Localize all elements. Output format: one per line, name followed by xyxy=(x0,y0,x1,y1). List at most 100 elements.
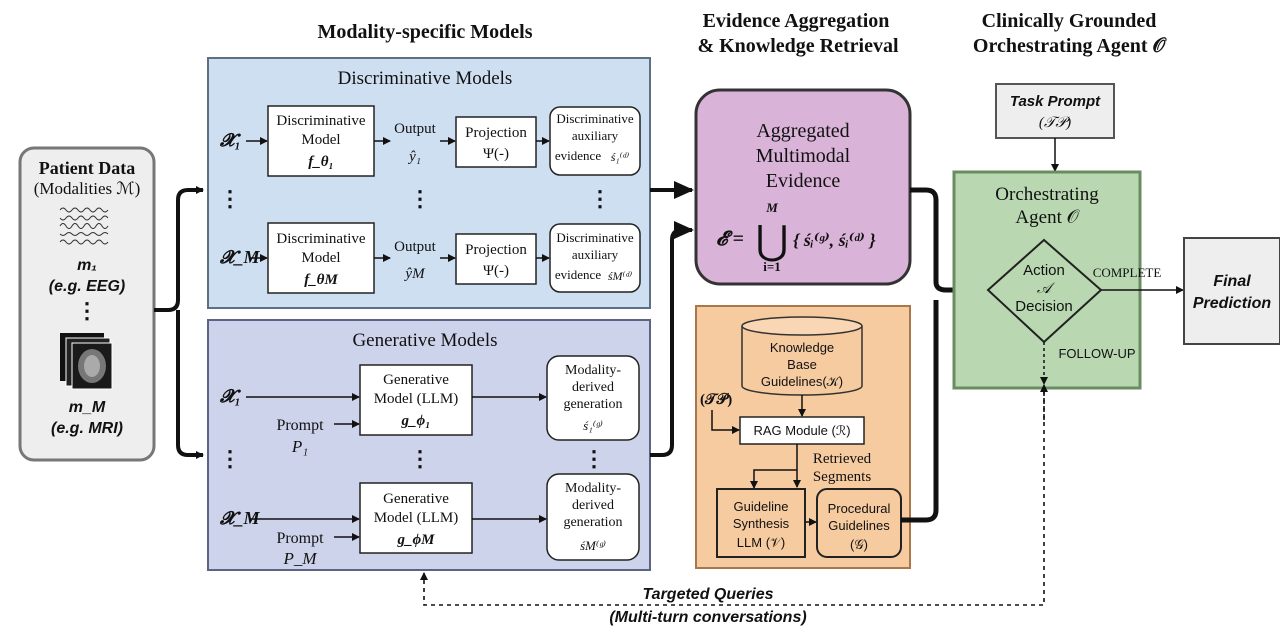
retrieved-to-synth-line xyxy=(750,469,797,489)
disc-rowM-proj-box xyxy=(455,233,537,285)
patient-dots: ⋮ xyxy=(76,298,98,323)
gen-dots-left: ⋮ xyxy=(219,446,241,471)
disc-rowM-evidence-box xyxy=(549,223,641,293)
proc-line1: Procedural xyxy=(828,501,891,516)
disc-row1-model-line1: Discriminative xyxy=(276,113,365,129)
disc-row1-model-fn: f_θ₁ xyxy=(308,154,334,170)
gen-rowM-out-line1: Modality- xyxy=(565,481,621,496)
disc-rowM-proj-line1: Projection xyxy=(465,242,527,258)
disc-row1-proj-box xyxy=(455,116,537,168)
disc-row1-proj-line2: Ψ(-) xyxy=(483,146,509,162)
gen-rowM-prompt-label: Prompt xyxy=(276,530,324,547)
patient-branch-arrows xyxy=(154,186,204,459)
feedback-loop: Targeted Queries (Multi-turn conversatio… xyxy=(420,384,1048,626)
agg-union-bottom: i=1 xyxy=(763,259,781,274)
rag-module-box xyxy=(739,416,865,445)
patient-subtitle: (Modalities ℳ) xyxy=(34,179,140,198)
gen-row1-model-fn: g_ϕ₁ xyxy=(401,413,431,429)
disc-rowM-model-fn: f_θM xyxy=(304,272,338,288)
disc-rowM-input: 𝓧_M xyxy=(219,247,261,267)
disc-rowM-proj-line2: Ψ(-) xyxy=(483,263,509,279)
gen-row1-prompt-label: Prompt xyxy=(276,417,324,434)
m1-example: (e.g. EEG) xyxy=(49,278,125,295)
agg-line3: Evidence xyxy=(766,170,841,192)
complete-label: COMPLETE xyxy=(1093,265,1162,280)
patient-title: Patient Data xyxy=(39,158,135,178)
header-agent-line2: Orchestrating Agent 𝒪 xyxy=(973,35,1168,57)
orch-line1: Orchestrating xyxy=(995,184,1099,205)
disc-rowM-ev-sym: śM⁽ᵈ⁾ xyxy=(608,269,632,283)
agent-inflow-arrows xyxy=(901,187,988,523)
kb-line3: Guidelines(𝒦) xyxy=(761,374,843,389)
gen-row1-prompt-sym: P₁ xyxy=(291,437,308,456)
gen-row1-out-line3: generation xyxy=(563,397,622,412)
feedback-line1: Targeted Queries xyxy=(642,586,773,603)
disc-row1-output-sym: ŷ₁ xyxy=(407,149,421,165)
gen-rowM-model-line1: Generative xyxy=(383,491,449,507)
gen-rowM-prompt-sym: P_M xyxy=(282,549,317,568)
gen-row1-out-sym: ś₁⁽ᵍ⁾ xyxy=(583,418,603,433)
gen-row1-out-line2: derived xyxy=(572,380,614,395)
feedback-dashed-path xyxy=(420,390,1045,606)
gen-row1-output-box xyxy=(546,355,640,441)
task-prompt-box xyxy=(995,83,1115,139)
action-line1: Action xyxy=(1023,262,1065,279)
kb-line2: Base xyxy=(787,357,817,372)
disc-rowM-output-sym: ŷM xyxy=(403,266,426,282)
disc-dots-left: ⋮ xyxy=(219,186,241,211)
gen-row1-input: 𝓧₁ xyxy=(219,386,242,406)
disc-dots-right: ⋮ xyxy=(589,186,611,211)
disc-row1-ev-line1: Discriminative xyxy=(556,111,633,126)
disc-rowM-output-label: Output xyxy=(394,239,437,255)
gen-row1-model-line1: Generative xyxy=(383,372,449,388)
m1-label: m₁ xyxy=(77,257,97,274)
disc-rowM-model-line2: Model xyxy=(301,250,340,266)
final-prediction-box: Final Prediction xyxy=(1183,237,1280,345)
discriminative-panel: Discriminative Models 𝓧₁ Discriminative … xyxy=(207,57,651,309)
disc-row1-ev-line2: auxiliary xyxy=(572,128,619,143)
header-evidence-line1: Evidence Aggregation xyxy=(703,10,890,32)
disc-rowM-ev-line1: Discriminative xyxy=(556,230,633,245)
rag-label: RAG Module (ℛ) xyxy=(753,423,850,438)
agg-formula-lhs: 𝓔 = xyxy=(716,228,744,250)
header-agent-line1: Clinically Grounded xyxy=(982,10,1157,32)
agg-union-top: M xyxy=(765,200,778,215)
gen-rowM-out-line3: generation xyxy=(563,515,622,530)
agg-union-symbol: ⋃ xyxy=(756,218,789,263)
generative-title: Generative Models xyxy=(352,330,497,351)
task-prompt-line1: Task Prompt xyxy=(1010,93,1101,110)
disc-row1-proj-line1: Projection xyxy=(465,125,527,141)
orchestrating-agent-panel: Task Prompt (𝒯𝒫) Orchestrating Agent 𝒪 A… xyxy=(952,83,1184,390)
patient-data-panel: Patient Data (Modalities ℳ) m₁ (e.g. EEG… xyxy=(18,146,156,462)
gen-rowM-out-sym: śM⁽ᵍ⁾ xyxy=(580,538,606,553)
proc-line2: Guidelines xyxy=(828,518,890,533)
orch-line2: Agent 𝒪 xyxy=(1015,207,1080,228)
mri-scan-icon xyxy=(60,333,113,390)
disc-row1-evidence-box xyxy=(549,106,641,176)
generative-panel: Generative Models 𝓧₁ Prompt P₁ Generativ… xyxy=(207,319,651,571)
kb-task-prompt-sym: (𝒯𝒫) xyxy=(700,392,732,408)
kb-line1: Knowledge xyxy=(770,340,834,355)
gen-rowM-output-box xyxy=(546,473,640,561)
mM-example: (e.g. MRI) xyxy=(51,420,123,437)
knowledge-base-database-icon xyxy=(741,316,863,396)
procedural-guidelines-box xyxy=(816,488,902,558)
final-line1: Final xyxy=(1213,273,1251,290)
retrieved-line1: Retrieved xyxy=(813,451,872,467)
gen-row1-model-box xyxy=(359,364,473,436)
synth-line1: Guideline xyxy=(734,499,789,514)
mM-label: m_M xyxy=(69,399,106,416)
task-prompt-to-rag-arrow xyxy=(711,410,740,434)
follow-up-label: FOLLOW-UP xyxy=(1058,346,1135,361)
discriminative-title: Discriminative Models xyxy=(338,68,513,89)
gen-rowM-model-fn: g_ϕM xyxy=(396,532,435,548)
synth-line3: LLM (𝒱) xyxy=(737,535,785,550)
gen-row1-out-line1: Modality- xyxy=(565,363,621,378)
gen-rowM-out-line2: derived xyxy=(572,498,614,513)
retrieved-line2: Segments xyxy=(813,469,871,485)
disc-row1-output-label: Output xyxy=(394,121,437,137)
action-line3: Decision xyxy=(1015,298,1073,315)
evidence-inflow-arrows xyxy=(650,181,694,457)
